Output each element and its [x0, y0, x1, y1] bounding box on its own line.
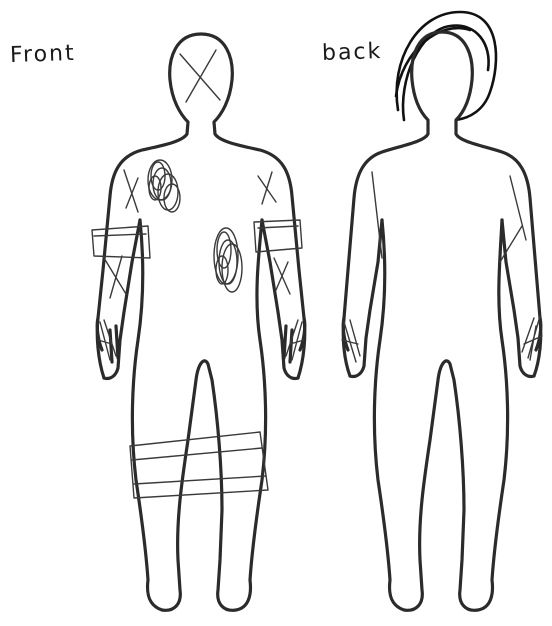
back-hand-marks [342, 316, 542, 362]
back-label: back [322, 39, 383, 66]
front-thigh-band [130, 432, 268, 498]
front-left-arm [97, 220, 140, 379]
back-head-outline [343, 32, 541, 376]
front-right-arm [262, 220, 305, 379]
front-face-x-mark [180, 50, 220, 102]
back-arm-marks [372, 172, 526, 262]
front-label: Front [10, 41, 76, 68]
back-torso-legs [374, 220, 507, 610]
back-figure [342, 12, 542, 610]
front-arm-bands [92, 220, 302, 258]
front-chest-scribble [148, 160, 180, 212]
front-figure [92, 34, 305, 610]
front-head-outline [97, 34, 305, 378]
front-abdomen-scribble [214, 228, 242, 292]
front-torso-legs [132, 220, 265, 610]
front-hand-marks [98, 320, 304, 360]
